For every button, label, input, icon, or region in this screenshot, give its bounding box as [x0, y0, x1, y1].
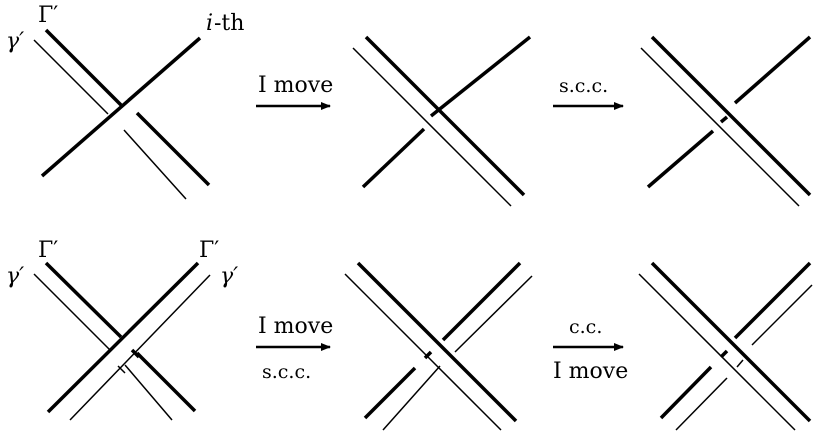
ith-strand	[40, 36, 202, 178]
gamma-strand	[352, 47, 512, 207]
arrow-top-1-label: I move	[258, 73, 333, 98]
top-panel-2	[352, 35, 532, 207]
gamma-strand	[33, 39, 109, 115]
gamma-strand-right-lower	[675, 377, 728, 431]
gamma-strand-right-lower	[382, 365, 441, 431]
top-panel-1	[33, 28, 211, 200]
arrow-bottom-1-above: I move	[258, 314, 333, 339]
gamma-strand-right-upper	[751, 284, 813, 346]
arrow-bottom-2-below: I move	[553, 359, 628, 384]
Gamma-strand-right-upper	[733, 261, 812, 340]
Gamma-strand-right-dash	[423, 350, 433, 360]
gamma-strand-left-lower	[124, 364, 173, 421]
label-Gamma-prime: Γ′	[38, 3, 58, 28]
Gamma-strand	[44, 28, 123, 107]
gamma-strand-lower	[123, 129, 187, 200]
Gamma-strand-right	[46, 261, 200, 414]
gamma-dash	[117, 365, 126, 374]
ith-strand-lower	[361, 127, 426, 189]
Gamma-strand-right-dash	[719, 349, 729, 359]
Gamma-strand-right-lower	[659, 365, 713, 420]
arrow-top-2-label: s.c.c.	[559, 75, 608, 97]
bottom-panel-2	[344, 261, 533, 431]
gamma-strand	[640, 47, 800, 207]
Gamma-strand-left	[356, 261, 518, 423]
ith-strand-dash	[719, 115, 729, 124]
Gamma-strand-left-upper	[44, 261, 123, 339]
Gamma-strand	[364, 35, 526, 197]
label-gamma-prime: γ′	[6, 29, 24, 54]
ith-strand-upper	[429, 35, 532, 118]
label-th: -th	[214, 11, 244, 36]
label-gamma-prime-left: γ′	[6, 264, 24, 289]
gamma-strand-right	[69, 274, 211, 421]
Gamma-strand-right-upper	[441, 261, 522, 342]
ith-strand-upper	[733, 35, 812, 105]
Gamma-strand-left-lower	[135, 351, 197, 413]
Gamma-strand-right-lower	[363, 366, 417, 420]
Gamma-dash	[130, 348, 141, 359]
gamma-strand-left-upper	[33, 273, 111, 351]
bottom-panel-1	[33, 261, 211, 421]
label-Gamma-prime-left: Γ′	[38, 238, 58, 263]
Gamma-strand	[650, 35, 812, 197]
label-i: i	[206, 11, 213, 36]
Gamma-strand-lower	[135, 111, 211, 187]
arrow-bottom-2-above: c.c.	[569, 316, 602, 338]
arrow-bottom-1-below: s.c.c.	[262, 361, 311, 383]
gamma-strand-right-dash	[736, 359, 744, 368]
ith-strand-lower	[646, 129, 715, 189]
gamma-strand-left	[344, 273, 502, 431]
label-gamma-prime-right: γ′	[220, 264, 238, 289]
gamma-strand-left	[638, 273, 796, 431]
top-panel-3	[640, 35, 812, 207]
bottom-panel-3	[638, 261, 813, 431]
Gamma-strand-left	[650, 261, 812, 423]
gamma-strand-right-upper	[454, 275, 533, 353]
label-Gamma-prime-right: Γ′	[199, 238, 219, 263]
